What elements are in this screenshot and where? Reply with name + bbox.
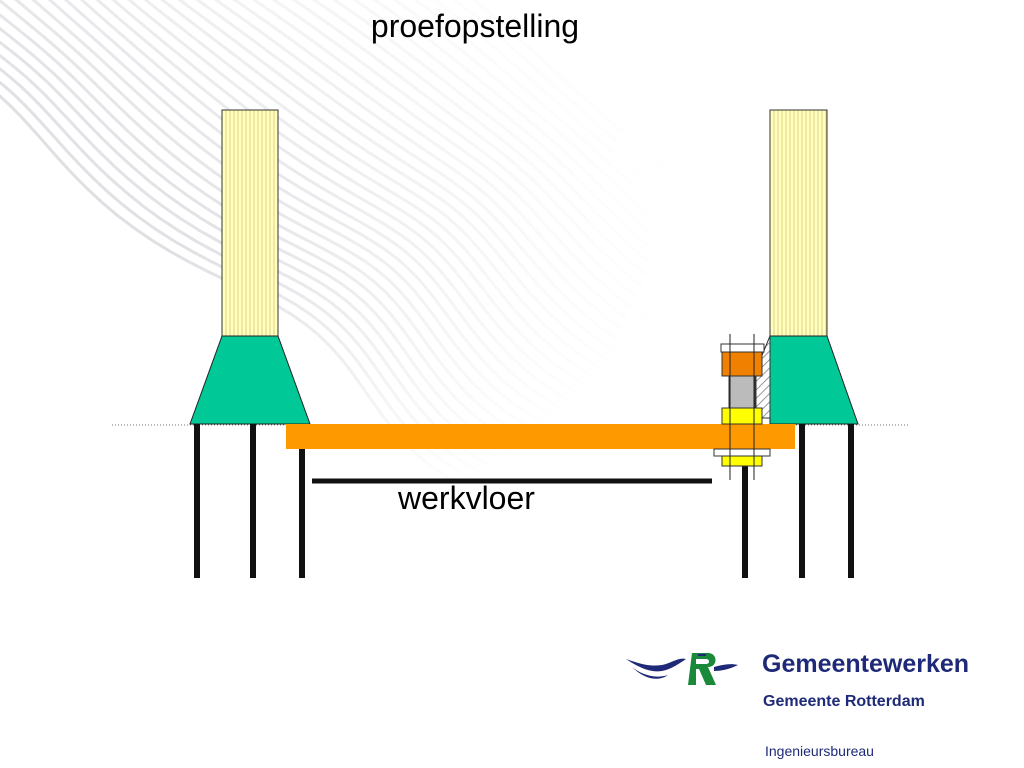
department-name: Ingenieursbureau <box>765 743 874 759</box>
nut-yellow-top <box>721 407 763 425</box>
municipality-name: Gemeente Rotterdam <box>763 693 925 710</box>
orange-beam <box>286 424 795 449</box>
left-footing <box>189 335 311 425</box>
nut-orange <box>721 351 763 377</box>
washer-top <box>720 343 765 353</box>
right-footing <box>769 335 859 425</box>
bolt-assembly <box>713 334 771 480</box>
nut-yellow-bottom <box>721 455 763 467</box>
slide-title: proefopstelling <box>370 8 580 44</box>
hatched-shim <box>755 335 771 419</box>
left-column <box>221 109 279 337</box>
organization-name: Gemeentewerken <box>762 650 970 678</box>
piles <box>194 424 854 578</box>
washer-bottom <box>713 448 771 457</box>
work-floor-label: werkvloer <box>398 480 535 516</box>
right-column <box>769 109 828 337</box>
spacer-grey <box>728 375 756 409</box>
rotterdam-logo-icon <box>626 653 738 685</box>
